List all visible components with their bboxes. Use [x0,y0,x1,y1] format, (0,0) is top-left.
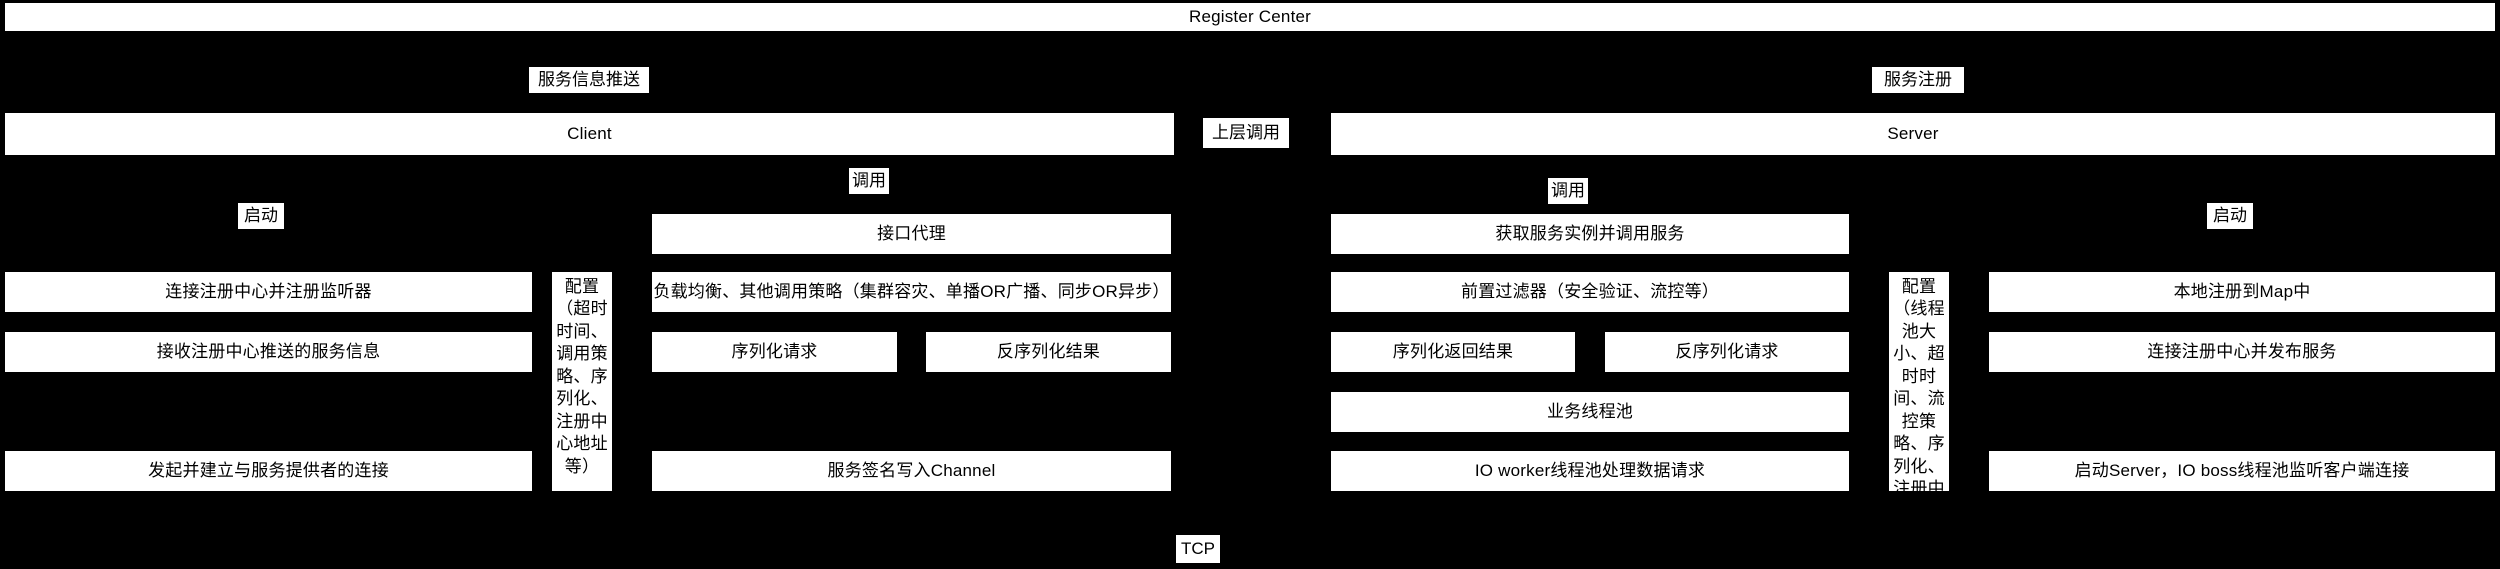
edge-label-server-start: 启动 [2207,203,2253,229]
client-serialize-request-label: 序列化请求 [731,341,818,361]
server-config-label: 配置（线程池大小、超时时间、流控策略、序列化、注册中心地址等） [1893,277,1945,492]
server-box-local-map-register-label: 本地注册到Map中 [2173,281,2311,301]
client-deserialize-result-label: 反序列化结果 [996,341,1101,361]
server-box[interactable]: Server [1330,112,2496,156]
edge-label-server-start-text: 启动 [2213,205,2247,225]
register-center-label: Register Center [1188,6,1312,26]
client-label: Client [567,123,612,143]
server-box-start-server[interactable]: 启动Server，IO boss线程池监听客户端连接 [1988,450,2496,492]
client-strategy-label: 负载均衡、其他调用策略（集群容灾、单播OR广播、同步OR异步） [653,281,1170,301]
server-invoke-box[interactable]: 获取服务实例并调用服务 [1330,213,1850,255]
client-box-receive-push[interactable]: 接收注册中心推送的服务信息 [4,331,533,373]
client-box-connect-registry[interactable]: 连接注册中心并注册监听器 [4,271,533,313]
edge-label-client-call-text: 调用 [852,170,886,190]
edge-label-server-call-text: 调用 [1551,180,1585,200]
edge-label-service-register-text: 服务注册 [1884,69,1952,89]
server-business-thread-pool-label: 业务线程池 [1547,401,1633,421]
client-serialize-request-box[interactable]: 序列化请求 [651,331,898,373]
client-box-establish-connection-label: 发起并建立与服务提供者的连接 [148,460,389,480]
client-config-box[interactable]: 配置（超时时间、调用策略、序列化、注册中心地址等） [551,271,613,492]
edge-label-server-call: 调用 [1548,178,1588,204]
edge-label-service-register: 服务注册 [1872,67,1964,93]
edge-label-client-call: 调用 [849,168,889,194]
server-pre-filter-label: 前置过滤器（安全验证、流控等） [1461,281,1719,301]
server-serialize-response-box[interactable]: 序列化返回结果 [1330,331,1576,373]
client-box-connect-registry-label: 连接注册中心并注册监听器 [165,281,372,301]
server-invoke-label: 获取服务实例并调用服务 [1495,223,1685,243]
client-deserialize-result-box[interactable]: 反序列化结果 [925,331,1172,373]
client-strategy-box[interactable]: 负载均衡、其他调用策略（集群容灾、单播OR广播、同步OR异步） [651,271,1172,313]
server-deserialize-request-box[interactable]: 反序列化请求 [1604,331,1850,373]
server-io-worker-label: IO worker线程池处理数据请求 [1474,460,1706,480]
server-config-box[interactable]: 配置（线程池大小、超时时间、流控策略、序列化、注册中心地址等） [1888,271,1950,492]
server-business-thread-pool-box[interactable]: 业务线程池 [1330,391,1850,433]
client-proxy-label: 接口代理 [877,223,946,243]
server-label: Server [1887,123,1939,143]
client-box-receive-push-label: 接收注册中心推送的服务信息 [156,341,381,361]
server-deserialize-request-label: 反序列化请求 [1675,341,1779,361]
client-config-label: 配置（超时时间、调用策略、序列化、注册中心地址等） [556,277,608,476]
client-write-channel-box[interactable]: 服务签名写入Channel [651,450,1172,492]
edge-label-service-push: 服务信息推送 [529,67,649,93]
client-proxy-box[interactable]: 接口代理 [651,213,1172,255]
server-serialize-response-label: 序列化返回结果 [1392,341,1514,361]
edge-label-client-start-text: 启动 [244,205,278,225]
server-box-publish-service-label: 连接注册中心并发布服务 [2147,341,2337,361]
edge-label-tcp: TCP [1176,535,1220,563]
edge-label-client-start: 启动 [238,203,284,229]
register-center-box[interactable]: Register Center [4,2,2496,32]
client-write-channel-label: 服务签名写入Channel [827,460,996,480]
server-box-publish-service[interactable]: 连接注册中心并发布服务 [1988,331,2496,373]
edge-label-tcp-text: TCP [1181,538,1215,558]
client-box[interactable]: Client [4,112,1175,156]
server-box-local-map-register[interactable]: 本地注册到Map中 [1988,271,2496,313]
client-box-establish-connection[interactable]: 发起并建立与服务提供者的连接 [4,450,533,492]
server-io-worker-box[interactable]: IO worker线程池处理数据请求 [1330,450,1850,492]
server-box-start-server-label: 启动Server，IO boss线程池监听客户端连接 [2074,460,2410,480]
server-pre-filter-box[interactable]: 前置过滤器（安全验证、流控等） [1330,271,1850,313]
edge-label-upper-call-text: 上层调用 [1212,122,1280,142]
edge-label-upper-call: 上层调用 [1203,118,1289,148]
edge-label-service-push-text: 服务信息推送 [538,69,640,89]
